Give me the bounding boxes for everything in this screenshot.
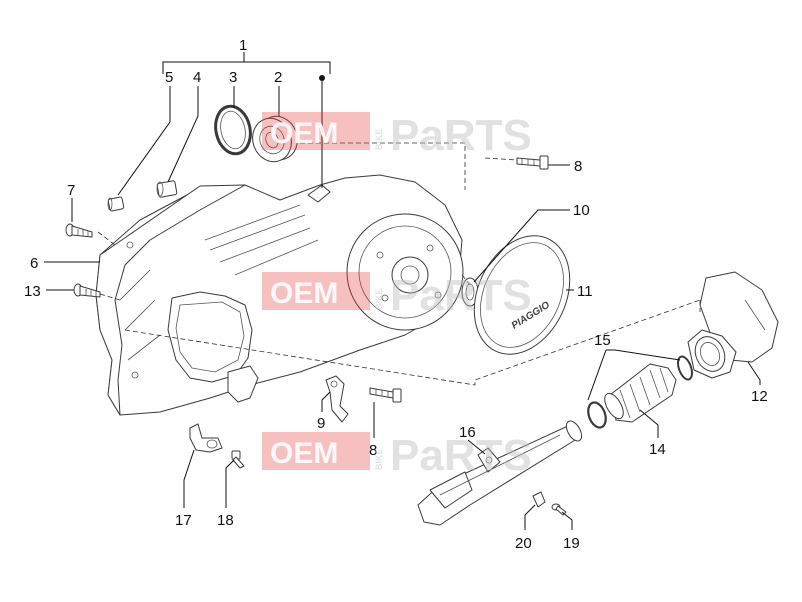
cover-outlet-spout	[227, 365, 259, 403]
screw-18	[231, 450, 245, 469]
callout-14: 14	[649, 441, 666, 458]
callout-6: 6	[30, 255, 38, 272]
cover-rear-flange	[95, 184, 246, 416]
watermark-brand-tail: PaRTS	[390, 111, 532, 160]
callout-3: 3	[229, 69, 237, 86]
watermark-brand-vertical: BIKE	[374, 448, 384, 470]
cover-intake-window	[167, 291, 253, 383]
screw-13	[73, 283, 101, 298]
watermark-top: OEM BIKE PaRTS	[262, 111, 532, 160]
bracket-9	[325, 375, 349, 423]
assembly-dash-lines	[97, 142, 701, 386]
bolt-8-top	[516, 155, 549, 170]
hose-clamp-15-lower	[587, 401, 607, 429]
callout-15: 15	[594, 332, 611, 349]
watermark-brand-tail: PaRTS	[390, 431, 532, 480]
bellows-hose-14	[604, 363, 677, 423]
callout-12: 12	[751, 388, 768, 405]
leader-lines	[44, 52, 761, 530]
watermark-bottom: OEM BIKE PaRTS	[262, 431, 532, 480]
callout-9: 9	[317, 415, 325, 432]
callout-4: 4	[193, 69, 201, 86]
clip-20	[532, 491, 546, 508]
callout-20: 20	[515, 535, 532, 552]
callout-17: 17	[175, 512, 192, 529]
sleeve-4	[156, 180, 178, 198]
callout-10: 10	[573, 202, 590, 219]
hose-clamp-15-upper	[677, 355, 693, 381]
intake-duct-12	[687, 271, 779, 379]
watermark-brand-vertical: BIKE	[374, 288, 384, 310]
callout-1: 1	[239, 37, 247, 54]
callout-8-lower: 8	[369, 442, 377, 459]
callout-8-top: 8	[574, 158, 582, 175]
callout-11: 11	[577, 283, 593, 300]
transmission-cover-assembly	[95, 174, 464, 416]
leader-dot	[319, 75, 325, 81]
circlip-3	[214, 104, 252, 156]
callout-18: 18	[217, 512, 234, 529]
cover-top-lug	[307, 184, 331, 203]
watermark-brand-vertical: BIKE	[374, 128, 384, 150]
bracket-17	[189, 423, 223, 453]
callout-19: 19	[563, 535, 580, 552]
watermark-brand-box: OEM	[270, 117, 338, 150]
bolt-8-lower	[369, 387, 402, 403]
watermark-middle: OEM BIKE PaRTS	[262, 271, 532, 320]
callout-2: 2	[274, 69, 282, 86]
watermark-brand-tail: PaRTS	[390, 271, 532, 320]
bearing-2	[252, 115, 298, 163]
screw-7	[65, 223, 93, 238]
callout-16: 16	[459, 424, 476, 441]
watermark-brand-box: OEM	[270, 437, 338, 470]
pulley-cover-11: PIAGGIO	[473, 235, 571, 355]
callout-7: 7	[67, 182, 75, 199]
shaft-hub	[391, 256, 429, 294]
watermark-brand-box: OEM	[270, 277, 338, 310]
intake-tube-16	[417, 420, 583, 526]
callout-5: 5	[165, 69, 173, 86]
callout-13: 13	[24, 283, 41, 300]
callout-numbers: 1 2 3 4 5 6 7 8 8 9 10 11 12 13 14 15 16…	[24, 37, 768, 552]
sleeve-5	[107, 196, 125, 212]
